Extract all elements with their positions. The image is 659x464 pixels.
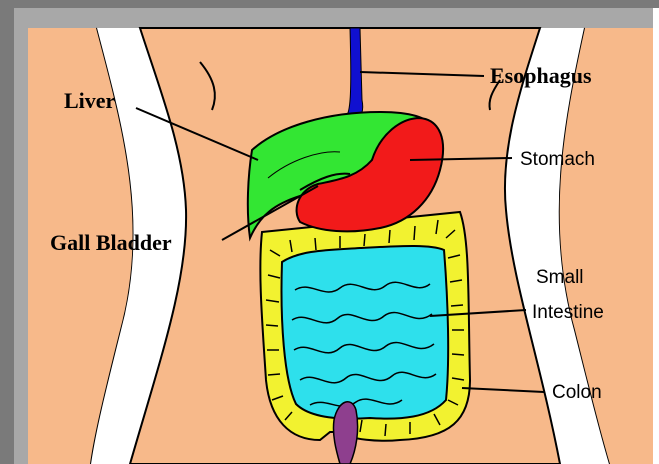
frame-left <box>0 0 14 464</box>
label-small-intestine-line1: Small <box>536 267 584 288</box>
label-gall-bladder: Gall Bladder <box>50 230 172 255</box>
small-intestine <box>282 246 449 419</box>
label-esophagus: Esophagus <box>490 63 592 88</box>
label-stomach: Stomach <box>520 149 595 170</box>
frame-top-shadow <box>28 8 653 28</box>
label-liver: Liver <box>64 88 116 113</box>
frame-top <box>0 0 659 8</box>
label-colon: Colon <box>552 382 602 403</box>
rectum <box>333 402 357 464</box>
frame-left-shadow <box>14 8 28 464</box>
label-small-intestine-line2: Intestine <box>532 302 604 323</box>
